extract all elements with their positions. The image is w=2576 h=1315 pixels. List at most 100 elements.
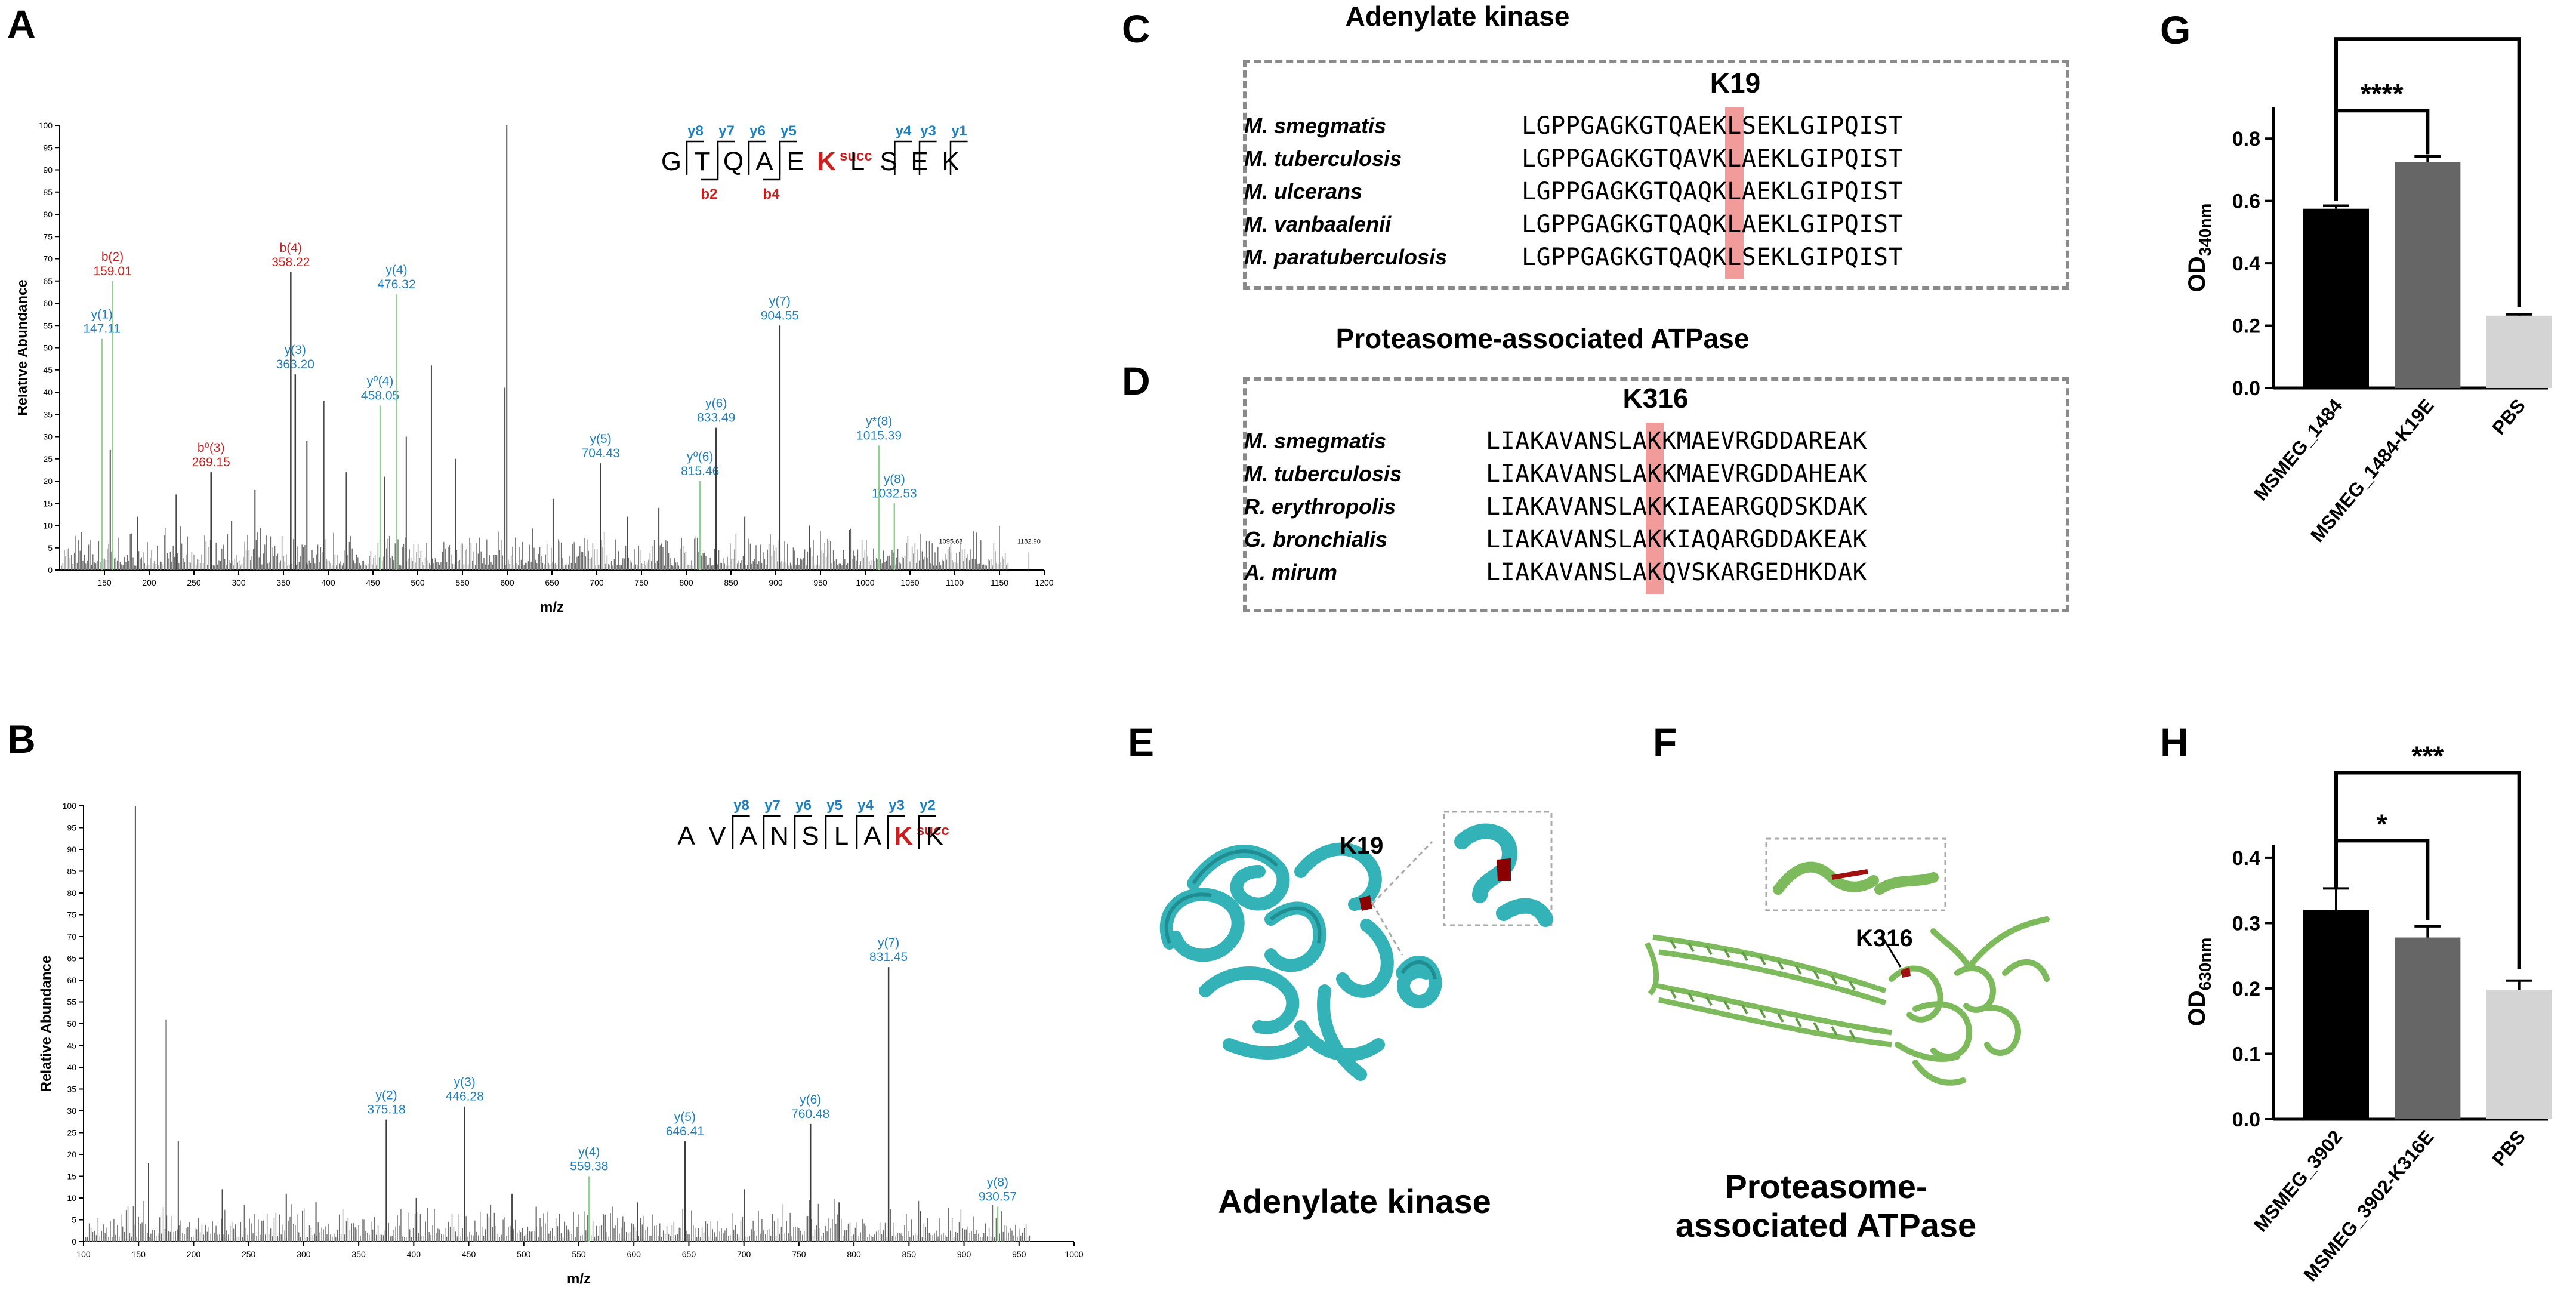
- bar: [2395, 937, 2461, 1119]
- alignment-sequence: LIAKAVANSLAKKMAEVRGDDAREAK: [1486, 427, 1868, 455]
- x-tick-label: 850: [902, 1249, 917, 1259]
- peptide-residue: Q: [723, 147, 744, 176]
- y-tick-label: 25: [67, 1128, 76, 1138]
- bar: [2303, 208, 2369, 388]
- alignment-c-box: [1243, 60, 2069, 290]
- x-tick-label: 800: [847, 1249, 861, 1259]
- x-tick-label: 500: [517, 1249, 531, 1259]
- alignment-site-label: K316: [1622, 383, 1689, 414]
- peak-mz-label: 446.28: [446, 1090, 484, 1104]
- panel-e-site-label: K19: [1340, 833, 1384, 859]
- bar: [2303, 910, 2369, 1119]
- x-tick-label: 300: [232, 578, 246, 587]
- peak-mz-label: 831.45: [869, 950, 908, 964]
- peak-ion-label: y(8): [987, 1176, 1008, 1190]
- y-tick-label: 15: [67, 1172, 76, 1181]
- x-tick-label: 450: [366, 578, 380, 587]
- x-tick-label: 900: [957, 1249, 971, 1259]
- y-tick-label: 65: [43, 276, 53, 286]
- small-peak-label: 1182.90: [1017, 538, 1041, 545]
- x-tick-label: 300: [297, 1249, 311, 1259]
- peak-mz-label: 704.43: [582, 446, 620, 460]
- y-tick-label: 0.0: [2232, 1108, 2260, 1131]
- y-tick-label: 55: [43, 321, 53, 330]
- alignment-species: R. erythropolis: [1244, 494, 1396, 519]
- peak-ion-label: y*(8): [866, 414, 892, 428]
- y-tick-label: 60: [43, 298, 53, 308]
- x-tick-label: 150: [97, 578, 112, 587]
- x-tick-label: 750: [792, 1249, 806, 1259]
- y-ion-bracket: [825, 815, 843, 849]
- alignment-highlight: [1725, 107, 1744, 279]
- peak-mz-label: 147.11: [83, 322, 121, 336]
- y-tick-label: 90: [43, 165, 53, 175]
- y-tick-label: 80: [43, 210, 53, 219]
- peak-ion-label: y(3): [285, 343, 306, 357]
- y-ion-bracket: [918, 140, 937, 175]
- alignment-species: M. tuberculosis: [1244, 146, 1402, 171]
- peptide-residue: L: [850, 147, 865, 176]
- peak-mz-label: 269.15: [192, 455, 230, 469]
- panel-f-site-label: K316: [1856, 925, 1913, 951]
- y-ion-bracket: [732, 815, 750, 849]
- alignment-sequence: LIAKAVANSLAKKIAEARGQDSKDAK: [1486, 493, 1868, 521]
- y-tick-label: 75: [67, 910, 76, 920]
- y-ion-label: y8: [687, 123, 704, 139]
- x-tick-label: 1050: [900, 578, 919, 587]
- x-tick-label: 350: [276, 578, 291, 587]
- y-tick-label: 45: [43, 365, 53, 375]
- x-tick-label: 750: [634, 578, 649, 587]
- y-tick-label: 10: [43, 521, 53, 531]
- panel-c-title: Adenylate kinase: [1345, 1, 1570, 32]
- significance-label: ****: [2361, 78, 2404, 109]
- x-tick-label: 400: [407, 1249, 421, 1259]
- x-tick-label: 400: [321, 578, 335, 587]
- significance-label: ***: [2411, 746, 2444, 772]
- x-tick-label: 500: [411, 578, 425, 587]
- peak-ion-label: b(4): [280, 241, 302, 255]
- x-tick-label: 950: [813, 578, 828, 587]
- y-ion-bracket: [894, 140, 912, 175]
- peptide-residue: T: [695, 147, 711, 176]
- peak-mz-label: 559.38: [570, 1160, 608, 1174]
- peak-ion-label: y⁰(4): [367, 374, 394, 388]
- x-tick-label: 650: [682, 1249, 696, 1259]
- peak-mz-label: 476.32: [377, 278, 415, 291]
- y-axis-label: OD340nm: [2184, 204, 2214, 292]
- alignment-site-label: K19: [1710, 67, 1761, 98]
- significance-label: *: [2377, 808, 2387, 839]
- y-tick-label: 0.6: [2232, 190, 2260, 213]
- significance-bracket: [2334, 771, 2521, 969]
- y-tick-label: 90: [67, 845, 76, 854]
- y-ion-bracket: [748, 140, 766, 175]
- peptide-residue: K: [817, 147, 836, 176]
- y-ion-bracket: [763, 815, 781, 849]
- y-tick-label: 30: [43, 432, 53, 442]
- peak-ion-label: y(6): [800, 1093, 821, 1107]
- y-tick-label: 75: [43, 232, 53, 241]
- y-ion-label: y7: [764, 797, 780, 814]
- y-axis-label: OD630nm: [2184, 938, 2214, 1027]
- y-tick-label: 0.8: [2232, 128, 2260, 150]
- spectrum-a-chart: 0510152025303540455055606570758085909510…: [18, 121, 1054, 615]
- peak-ion-label: y(7): [769, 294, 791, 308]
- peptide-residue: V: [708, 821, 726, 851]
- y-tick-label: 15: [43, 498, 53, 508]
- y-tick-label: 5: [72, 1215, 76, 1225]
- y-tick-label: 70: [43, 254, 53, 264]
- peak-ion-label: b⁰(3): [198, 441, 225, 455]
- alignment-species: M. paratuberculosis: [1244, 245, 1448, 269]
- y-tick-label: 70: [67, 932, 76, 941]
- significance-label: ****: [2407, 36, 2449, 38]
- x-tick-label: MSMEG_3902: [2250, 1126, 2346, 1236]
- x-tick-label: PBS: [2488, 1126, 2529, 1170]
- peak-mz-label: 159.01: [93, 264, 131, 278]
- significance-bracket: [2334, 109, 2430, 155]
- y-tick-label: 60: [67, 975, 76, 985]
- peptide-residue: A: [739, 821, 757, 851]
- alignment-species: A. mirum: [1244, 560, 1338, 584]
- alignment-sequence: LGPPGAGKGTQAVKLAEKLGIPQIST: [1522, 145, 1904, 173]
- y-tick-label: 35: [67, 1085, 76, 1094]
- alignment-species: M. smegmatis: [1244, 113, 1387, 138]
